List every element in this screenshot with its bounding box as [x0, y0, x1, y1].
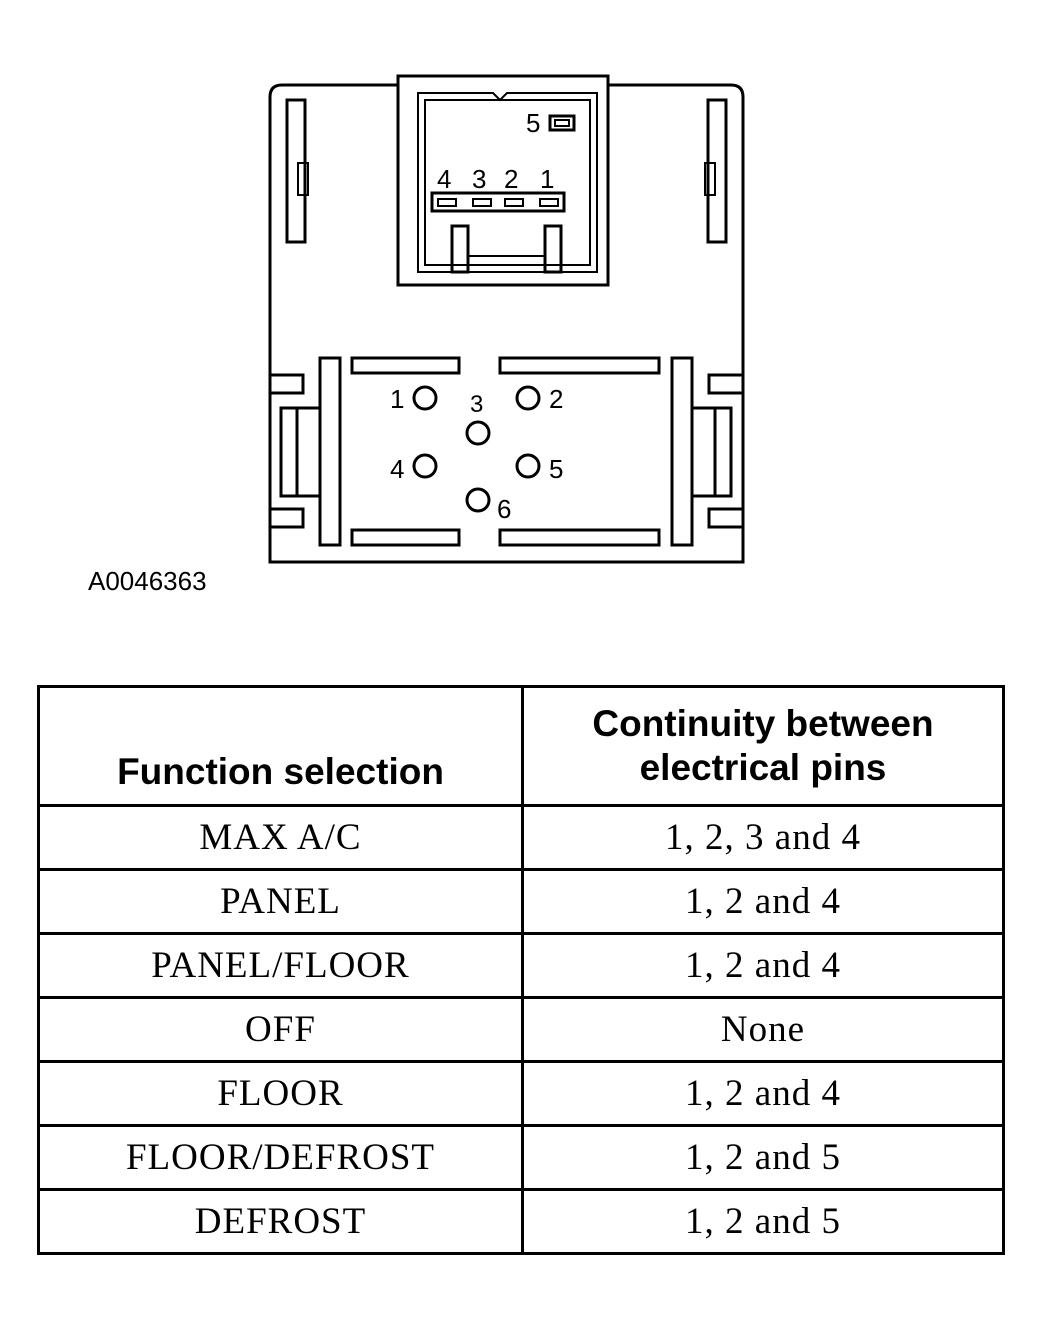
continuity-cell: 1, 2 and 5: [521, 1124, 1005, 1191]
switch-body-outline: [268, 83, 745, 564]
function-cell: PANEL/FLOOR: [37, 932, 524, 999]
lower-bottom-right-bar: [498, 528, 661, 547]
pin-label-1: 1: [390, 384, 404, 414]
continuity-cell: 1, 2 and 4: [521, 932, 1005, 999]
header-continuity: Continuity between electrical pins: [521, 685, 1005, 807]
pin-label-3: 3: [470, 391, 483, 418]
continuity-cell: None: [521, 996, 1005, 1063]
top-pin-label-5: 5: [526, 108, 540, 138]
lower-bottom-left-bar: [350, 528, 461, 547]
right-lower-latch: [670, 356, 743, 547]
pin-label-2: 2: [549, 384, 563, 414]
table-row: PANEL/FLOOR 1, 2 and 4: [37, 932, 1005, 999]
pin-3-circle: [465, 420, 491, 446]
continuity-cell: 1, 2, 3 and 4: [521, 804, 1005, 871]
figure-id: A0046363: [88, 566, 207, 596]
table-row: FLOOR 1, 2 and 4: [37, 1060, 1005, 1127]
table-row: MAX A/C 1, 2, 3 and 4: [37, 804, 1005, 871]
table-row: PANEL 1, 2 and 4: [37, 868, 1005, 935]
pin-6-circle: [465, 487, 491, 513]
function-cell: OFF: [37, 996, 524, 1063]
pin-label-4: 4: [390, 454, 404, 484]
top-pin-label-4: 4: [437, 164, 451, 194]
pin-2-circle: [515, 385, 541, 411]
pin-label-6: 6: [497, 494, 511, 524]
table-row: FLOOR/DEFROST 1, 2 and 5: [37, 1124, 1005, 1191]
function-cell: DEFROST: [37, 1188, 524, 1255]
top-pin-label-2: 2: [504, 164, 518, 194]
table-row: DEFROST 1, 2 and 5: [37, 1188, 1005, 1255]
upper-connector-housing: [396, 74, 610, 287]
table-row: OFF None: [37, 996, 1005, 1063]
pin-5-circle: [515, 453, 541, 479]
lower-top-right-bar: [498, 356, 661, 375]
function-cell: MAX A/C: [37, 804, 524, 871]
top-pin-label-1: 1: [540, 164, 554, 194]
continuity-table: Function selection Continuity between el…: [37, 685, 1005, 1255]
lower-top-left-bar: [350, 356, 461, 375]
right-upper-latch: [704, 98, 728, 244]
continuity-cell: 1, 2 and 4: [521, 868, 1005, 935]
function-cell: PANEL: [37, 868, 524, 935]
continuity-cell: 1, 2 and 4: [521, 1060, 1005, 1127]
pin-label-5: 5: [549, 454, 563, 484]
pin-1-circle: [412, 385, 438, 411]
function-cell: FLOOR: [37, 1060, 524, 1127]
pin-4-circle: [412, 453, 438, 479]
continuity-cell: 1, 2 and 5: [521, 1188, 1005, 1255]
header-function-selection: Function selection: [37, 685, 524, 807]
top-pin-label-3: 3: [472, 164, 486, 194]
table-header-row: Function selection Continuity between el…: [37, 685, 1005, 807]
function-cell: FLOOR/DEFROST: [37, 1124, 524, 1191]
left-lower-latch: [270, 356, 342, 547]
left-upper-latch: [285, 98, 309, 244]
switch-connector-diagram: 5 4 3 2 1 1 2 3 4 5 6: [268, 74, 745, 564]
